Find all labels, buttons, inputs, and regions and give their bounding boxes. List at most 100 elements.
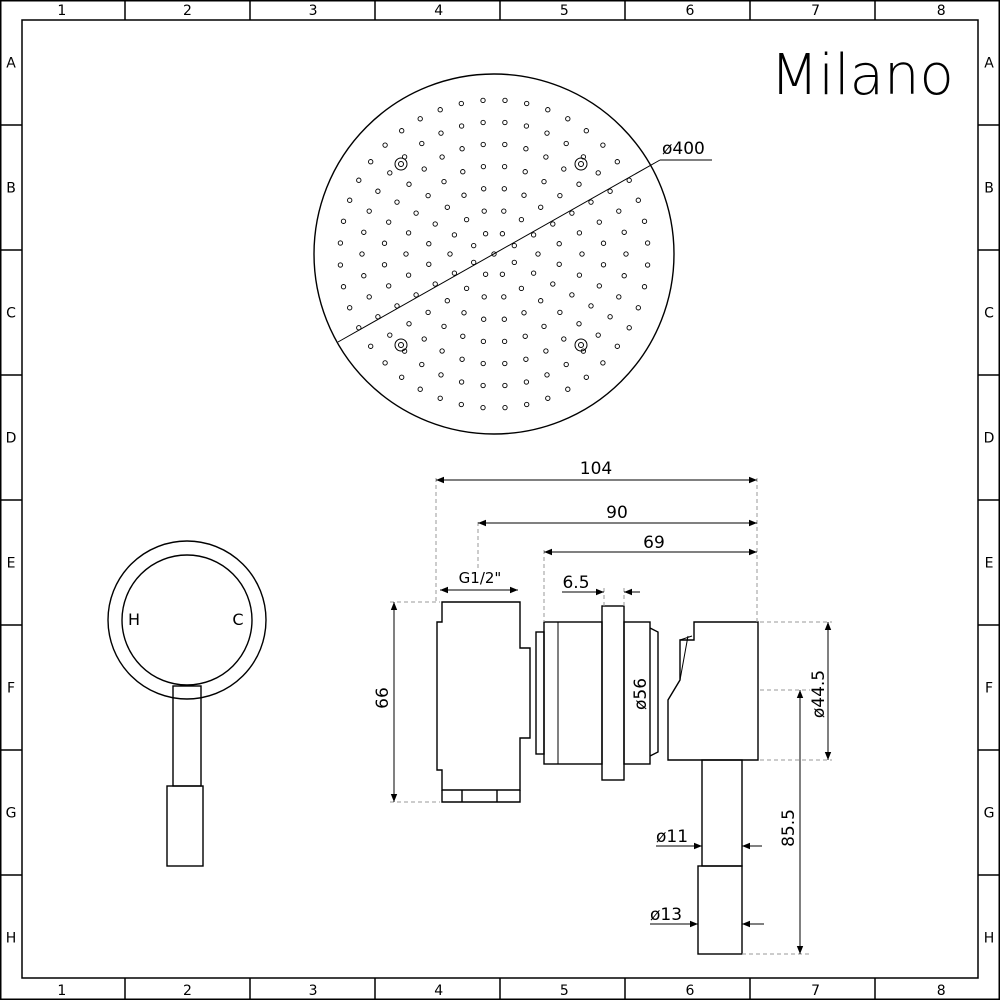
nozzle (502, 97, 508, 104)
mounting-screw (574, 338, 588, 352)
nozzle (644, 240, 651, 246)
nozzle (523, 356, 529, 362)
nozzle (583, 374, 589, 380)
grid-row-label-right: C (984, 306, 994, 322)
nozzle (535, 251, 541, 257)
nozzle (600, 262, 607, 268)
hub-diameter-label: ø44.5 (809, 670, 829, 718)
nozzle (458, 100, 464, 107)
nozzle (530, 232, 537, 238)
backplate-outer-ring (107, 540, 267, 700)
grid-row-label-right: F (985, 681, 993, 697)
nozzle (482, 231, 489, 237)
nozzle (375, 188, 381, 194)
nozzle (502, 360, 508, 367)
valve-side-view (436, 601, 759, 955)
nozzle (523, 123, 530, 129)
nozzle (480, 163, 487, 170)
nozzle (550, 281, 556, 287)
cold-marking: C (232, 610, 243, 629)
flange (601, 605, 625, 781)
side-lever-shaft (701, 759, 743, 867)
nozzle (596, 283, 602, 289)
nozzle (621, 229, 627, 235)
grid-row-label-right: D (984, 431, 995, 447)
nozzle (432, 221, 438, 227)
nozzle (405, 230, 412, 236)
nozzle (491, 251, 497, 257)
mounting-screw (394, 157, 408, 171)
nozzle (556, 241, 562, 247)
nozzle (563, 361, 569, 368)
nozzle (461, 192, 467, 198)
nozzle (437, 107, 443, 113)
nozzle (458, 401, 464, 408)
nozzle (635, 305, 641, 311)
grid-row-label-left: B (6, 181, 16, 197)
nozzle (544, 372, 550, 378)
nozzle (405, 272, 412, 278)
nozzle (518, 285, 525, 292)
grid-column-label-bottom: 7 (811, 983, 820, 999)
grid-column-label-top: 1 (57, 3, 66, 19)
nozzle (480, 141, 486, 148)
nozzle (576, 321, 582, 327)
nozzle (426, 261, 432, 267)
nozzle (595, 332, 601, 338)
nozzle (347, 305, 353, 311)
nozzle (458, 123, 465, 129)
nozzle (480, 119, 486, 126)
grid-row-label-right: B (984, 181, 994, 197)
nozzle (543, 154, 549, 160)
grid-column-label-bottom: 1 (57, 983, 66, 999)
nozzle (511, 242, 517, 249)
nozzle (394, 199, 400, 205)
nozzle (565, 116, 571, 122)
brand-logo-text: Milano (770, 43, 954, 108)
nozzle (644, 262, 651, 268)
grid-column-label-top: 4 (434, 3, 443, 19)
thread-label: G1/2" (459, 569, 502, 587)
lever-length-label: 85.5 (779, 809, 799, 847)
nozzle (607, 314, 613, 320)
nozzle (480, 360, 486, 367)
nozzle (557, 192, 563, 199)
shower-head-outline (313, 73, 675, 435)
nozzle (480, 404, 486, 411)
grid-column-label-bottom: 8 (937, 983, 946, 999)
nozzle (523, 146, 529, 152)
thread-nut (441, 790, 521, 803)
nozzle (347, 197, 353, 203)
flange-rim (649, 627, 659, 757)
nozzle (459, 146, 465, 152)
mounting-screw (578, 161, 584, 167)
nozzle (406, 181, 412, 187)
nozzle (480, 382, 486, 389)
nozzle (607, 188, 613, 194)
nozzle (386, 219, 392, 225)
nozzle (461, 310, 467, 316)
nozzle (432, 281, 438, 287)
nozzle (583, 128, 589, 134)
dim-90-label: 90 (606, 503, 628, 523)
nozzle (621, 273, 627, 279)
nozzle (386, 283, 392, 289)
nozzle (579, 251, 585, 257)
nozzle (501, 163, 508, 170)
nozzle (403, 251, 409, 257)
dim-66-label: 66 (373, 687, 393, 709)
shower-head-view: ø400 (313, 73, 712, 435)
nozzle (502, 404, 508, 411)
nozzle (438, 130, 444, 136)
nozzle (543, 348, 549, 354)
nozzle (502, 141, 508, 148)
nozzle (576, 272, 583, 278)
nozzle (600, 142, 606, 148)
nozzle (545, 107, 551, 113)
nozzle (522, 169, 528, 175)
nozzle (337, 262, 344, 268)
mounting-screw (574, 157, 588, 171)
nozzle (561, 166, 567, 172)
nozzle (366, 208, 372, 214)
side-lever-grip (697, 865, 743, 955)
